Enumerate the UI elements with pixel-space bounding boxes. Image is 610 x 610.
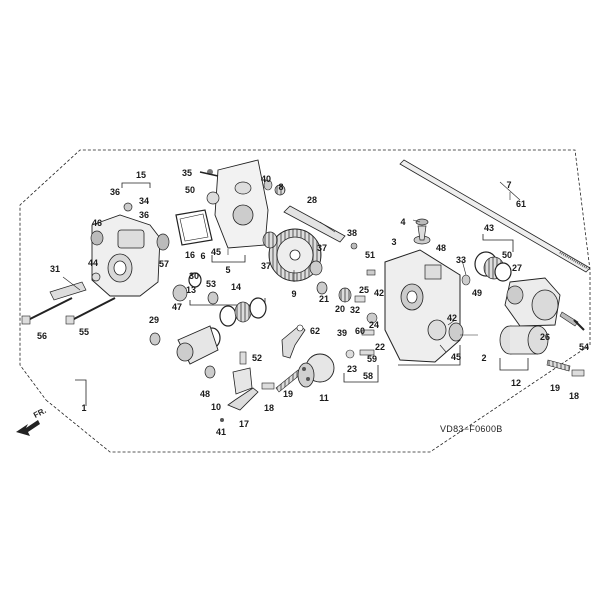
bracket-12 [499, 358, 529, 371]
part-label-60[interactable]: 60 [354, 326, 366, 336]
bracket-15 [121, 182, 151, 188]
part-label-58[interactable]: 58 [362, 371, 374, 381]
part-label-15[interactable]: 15 [135, 170, 147, 180]
part-label-50[interactable]: 50 [184, 185, 196, 195]
part-label-44[interactable]: 44 [87, 258, 99, 268]
shaft-7 [399, 159, 591, 273]
right-parts [461, 251, 579, 327]
part-label-3[interactable]: 3 [391, 237, 397, 247]
part-label-19[interactable]: 19 [282, 389, 294, 399]
part-label-56[interactable]: 56 [36, 331, 48, 341]
part-label-38[interactable]: 38 [346, 228, 358, 238]
part-label-46[interactable]: 46 [91, 218, 103, 228]
lever-17 [220, 351, 259, 422]
part-label-7[interactable]: 7 [506, 180, 512, 190]
part-label-62[interactable]: 62 [309, 326, 321, 336]
part-label-43[interactable]: 43 [483, 223, 495, 233]
bracket-58 [343, 365, 379, 383]
part-label-34[interactable]: 34 [138, 196, 150, 206]
part-label-28[interactable]: 28 [306, 195, 318, 205]
part-label-59[interactable]: 59 [366, 354, 378, 364]
cylinder-12 [448, 322, 585, 377]
part-label-8[interactable]: 8 [278, 182, 284, 192]
lower-left-parts [149, 272, 267, 379]
part-label-61[interactable]: 61 [515, 199, 527, 209]
part-label-9[interactable]: 9 [291, 289, 297, 299]
part-label-41[interactable]: 41 [215, 427, 227, 437]
part-label-48b[interactable]: 48 [199, 389, 211, 399]
part-label-48[interactable]: 48 [435, 243, 447, 253]
part-label-11[interactable]: 11 [319, 393, 329, 403]
part-label-23[interactable]: 23 [346, 364, 358, 374]
part-label-42[interactable]: 42 [373, 288, 385, 298]
part-label-12[interactable]: 12 [510, 378, 522, 388]
part-label-45[interactable]: 45 [210, 247, 222, 257]
part-label-31[interactable]: 31 [49, 264, 61, 274]
part-label-24[interactable]: 24 [368, 320, 380, 330]
left-housing [90, 202, 170, 297]
part-label-14[interactable]: 14 [230, 282, 242, 292]
part-label-4[interactable]: 4 [400, 217, 406, 227]
part-label-50b[interactable]: 50 [501, 250, 513, 260]
part-label-49[interactable]: 49 [471, 288, 483, 298]
part-label-29[interactable]: 29 [148, 315, 160, 325]
part-label-10[interactable]: 10 [210, 402, 222, 412]
part-label-25[interactable]: 25 [358, 285, 370, 295]
part-label-52[interactable]: 52 [251, 353, 263, 363]
part-label-40[interactable]: 40 [260, 174, 272, 184]
bolts [21, 171, 585, 331]
part-label-19b[interactable]: 19 [549, 383, 561, 393]
part-label-37b[interactable]: 37 [260, 261, 272, 271]
spring-19-left [261, 369, 302, 393]
part-label-45b[interactable]: 45 [450, 352, 462, 362]
leader-1 [75, 379, 87, 406]
cylinder-11 [297, 353, 335, 388]
part-label-54[interactable]: 54 [578, 342, 590, 352]
gear-9 [262, 228, 323, 282]
part-label-42b[interactable]: 42 [446, 313, 458, 323]
part-label-27[interactable]: 27 [511, 263, 523, 273]
part-label-1[interactable]: 1 [81, 403, 87, 413]
part-label-36b[interactable]: 36 [109, 187, 121, 197]
leader-lines [62, 192, 511, 353]
middle-small-parts [316, 269, 378, 359]
part-label-30[interactable]: 30 [188, 271, 200, 281]
part-label-32[interactable]: 32 [349, 305, 361, 315]
assembly-border [19, 149, 591, 453]
part-label-55[interactable]: 55 [78, 327, 90, 337]
part-label-37[interactable]: 37 [316, 243, 328, 253]
part-label-6[interactable]: 6 [200, 251, 206, 261]
part-label-51[interactable]: 51 [364, 250, 376, 260]
cover-6 [206, 159, 269, 249]
part-label-16[interactable]: 16 [184, 250, 196, 260]
bracket-5 [211, 255, 246, 263]
part-label-36[interactable]: 36 [138, 210, 150, 220]
lever-62 [281, 324, 306, 359]
part-label-21[interactable]: 21 [318, 294, 330, 304]
part-label-2[interactable]: 2 [481, 353, 487, 363]
front-direction-arrow [16, 420, 40, 436]
bracket-14 [189, 298, 266, 306]
diagram-code: VD83−F0600B [440, 424, 503, 434]
bracket-43 [482, 234, 514, 252]
part-label-22[interactable]: 22 [374, 342, 386, 352]
part-label-18b[interactable]: 18 [568, 391, 580, 401]
part-label-39[interactable]: 39 [336, 328, 348, 338]
part-label-13[interactable]: 13 [185, 285, 197, 295]
part-label-5[interactable]: 5 [225, 265, 231, 275]
part-label-20[interactable]: 20 [334, 304, 346, 314]
part-label-35[interactable]: 35 [181, 168, 193, 178]
part-label-47[interactable]: 47 [171, 302, 183, 312]
part-label-33[interactable]: 33 [455, 255, 467, 265]
part-label-53[interactable]: 53 [205, 279, 217, 289]
shaft-28 [263, 179, 358, 250]
part-label-57[interactable]: 57 [158, 259, 170, 269]
part-label-18[interactable]: 18 [263, 403, 275, 413]
part-label-26[interactable]: 26 [539, 332, 551, 342]
bracket-2 [398, 345, 461, 366]
part-label-17[interactable]: 17 [238, 419, 250, 429]
main-housing [384, 218, 461, 363]
gasket-16 [175, 209, 213, 246]
